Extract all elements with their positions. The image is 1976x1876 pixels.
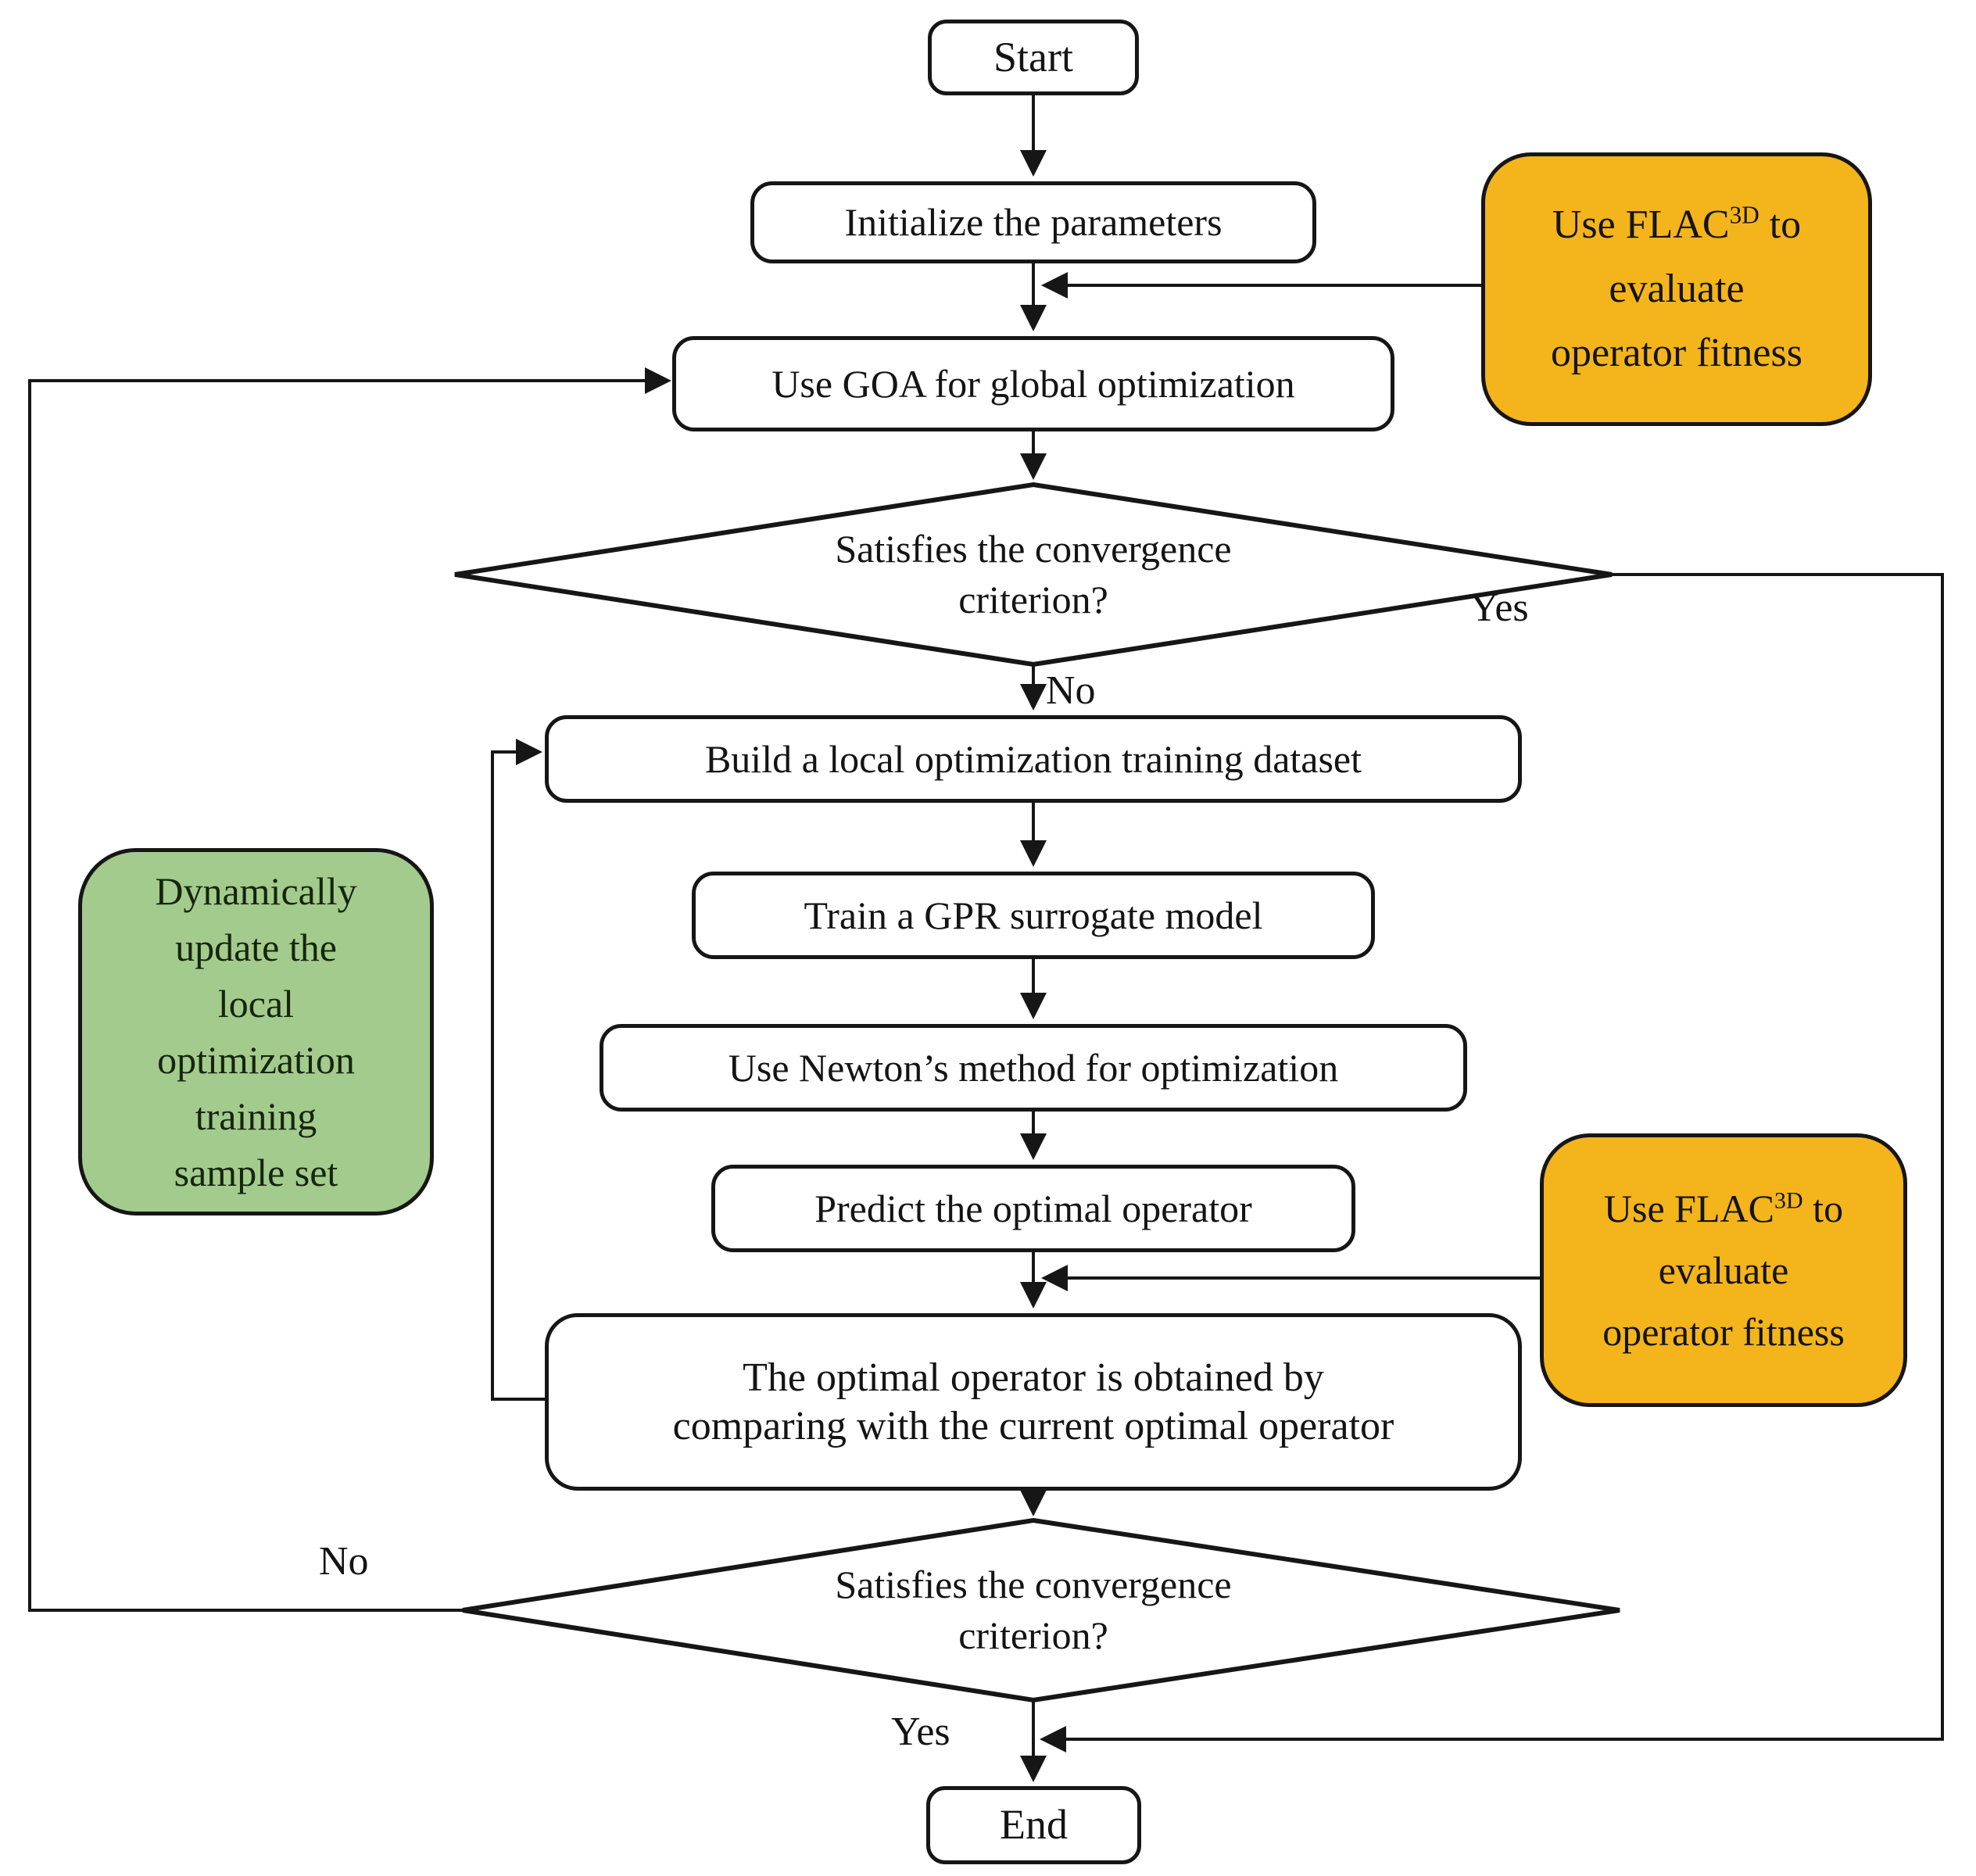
decision-global-line1: Satisfies the convergence <box>835 527 1232 571</box>
flac-top-line1-sup: 3D <box>1729 201 1759 229</box>
edge-compare-to-build-loop <box>491 739 545 1401</box>
node-newton-label: Use Newton’s method for optimization <box>728 1045 1339 1090</box>
node-build-label: Build a local optimization training data… <box>704 736 1362 781</box>
decision-local-text: Satisfies the convergence criterion? <box>682 1532 1385 1688</box>
edge-decision-local-no-loop <box>28 367 671 1612</box>
decision-global-diamond <box>454 482 1613 668</box>
node-flac3d-annotation-mid: Use FLAC3D to evaluate operator fitness <box>1540 1133 1907 1407</box>
flac-mid-line1-sup: 3D <box>1774 1187 1803 1213</box>
node-start-label: Start <box>993 33 1073 81</box>
node-goa-global-optimization: Use GOA for global optimization <box>672 336 1394 431</box>
decision-local-diamond <box>462 1517 1620 1703</box>
node-green-note-dynamic-update: Dynamically update the local optimizatio… <box>78 848 434 1215</box>
flac-top-line3: operator fitness <box>1550 331 1802 376</box>
decision-global-text: Satisfies the convergence criterion? <box>682 496 1385 653</box>
edge-label-decision-local-no: No <box>319 1539 369 1584</box>
node-newton-method: Use Newton’s method for optimization <box>600 1024 1467 1112</box>
node-build-training-dataset: Build a local optimization training data… <box>545 715 1522 803</box>
flac-mid-line3: operator fitness <box>1602 1309 1845 1354</box>
flac-top-line2: evaluate <box>1609 266 1745 311</box>
green-note-line6: sample set <box>174 1151 338 1194</box>
node-train-label: Train a GPR surrogate model <box>804 893 1263 937</box>
green-note-line4: optimization <box>157 1038 355 1082</box>
edge-label-decision-global-no: No <box>1046 668 1096 713</box>
node-compare-line2: comparing with the current optimal opera… <box>672 1403 1394 1448</box>
node-predict-label: Predict the optimal operator <box>814 1186 1252 1230</box>
flac-mid-line2: evaluate <box>1658 1248 1789 1292</box>
green-note-line2: update the <box>175 925 337 969</box>
node-flac3d-annotation-top: Use FLAC3D to evaluate operator fitness <box>1481 152 1872 426</box>
node-compare-line1: The optimal operator is obtained by <box>743 1355 1324 1401</box>
flac-top-line1-pre: Use FLAC <box>1552 202 1730 247</box>
node-start: Start <box>928 20 1139 95</box>
flac-mid-line1-pre: Use FLAC <box>1603 1186 1774 1230</box>
decision-local-line2: criterion? <box>958 1613 1108 1657</box>
node-goa-label: Use GOA for global optimization <box>771 361 1295 406</box>
green-note-line5: training <box>195 1094 317 1138</box>
green-note-line3: local <box>217 982 295 1026</box>
node-end-label: End <box>1000 1801 1068 1849</box>
green-note-line1: Dynamically <box>155 869 357 913</box>
node-initialize-parameters: Initialize the parameters <box>750 181 1316 263</box>
edge-decision-global-yes-route <box>1040 573 1944 1752</box>
node-predict-optimal-operator: Predict the optimal operator <box>711 1165 1355 1252</box>
node-end: End <box>926 1786 1141 1864</box>
edge-label-decision-global-yes: Yes <box>1469 585 1529 630</box>
node-compare-optimal-operator: The optimal operator is obtained by comp… <box>545 1313 1522 1491</box>
flac-mid-line1: Use FLAC3D to <box>1604 1178 1843 1240</box>
decision-global-line2: criterion? <box>958 578 1108 621</box>
edge-label-decision-local-yes: Yes <box>891 1710 950 1754</box>
flac-top-line1-post: to <box>1759 202 1802 247</box>
node-train-gpr-model: Train a GPR surrogate model <box>692 872 1375 959</box>
flac-top-line1: Use FLAC3D to <box>1552 193 1801 257</box>
node-initialize-label: Initialize the parameters <box>844 200 1222 244</box>
decision-local-line1: Satisfies the convergence <box>835 1563 1232 1606</box>
flac-mid-line1-post: to <box>1802 1186 1844 1230</box>
